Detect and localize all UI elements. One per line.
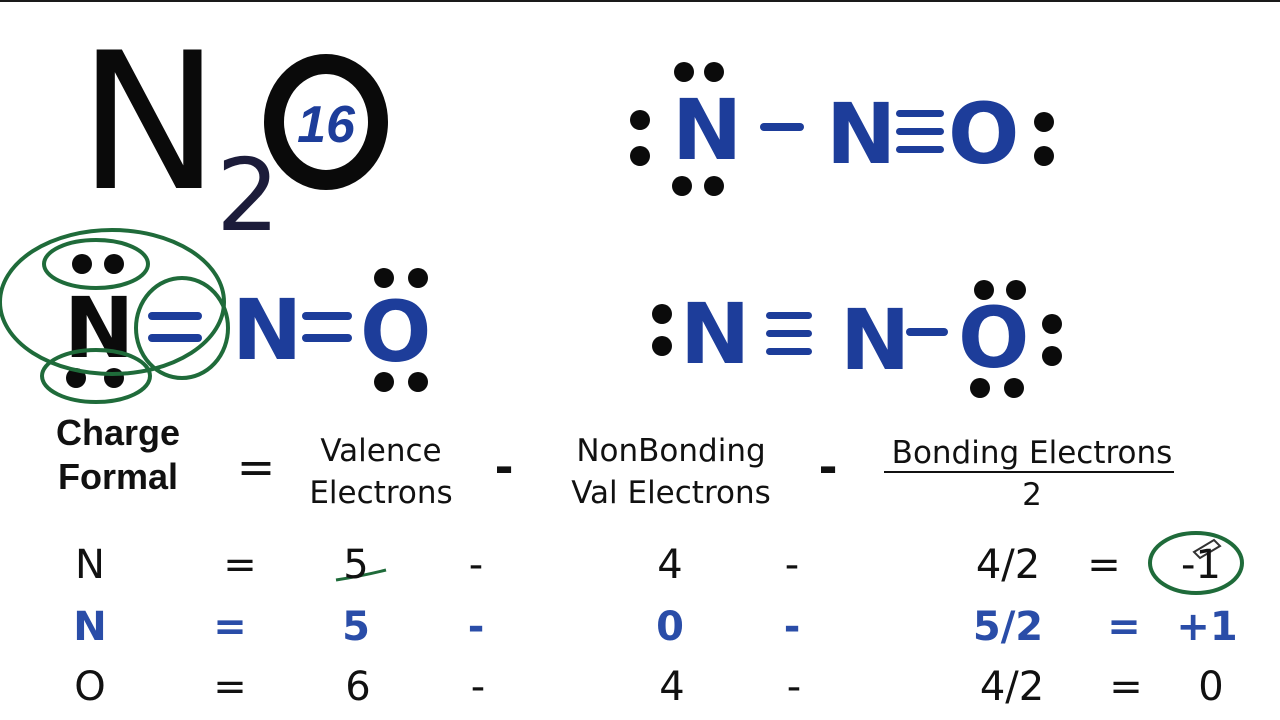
structure-3-atom-n1: N bbox=[680, 285, 751, 383]
header-bonding-denominator: 2 bbox=[1022, 477, 1042, 513]
lone-pair-dot bbox=[974, 280, 994, 300]
lone-pair-dot bbox=[66, 368, 86, 388]
structure-1-triple-bond-c bbox=[896, 146, 944, 153]
row-3-result: 0 bbox=[1198, 664, 1224, 710]
header-term-formal: Formal bbox=[57, 456, 179, 497]
header-bonding-numerator: Bonding Electrons bbox=[891, 435, 1173, 471]
structure-2-atom-n1: N bbox=[64, 279, 135, 377]
lone-pair-dot bbox=[408, 372, 428, 392]
structure-2-double-bond-c bbox=[302, 312, 352, 320]
lone-pair-dot bbox=[704, 62, 724, 82]
structure-2-double-bond-a bbox=[148, 312, 202, 320]
lone-pair-dot bbox=[1034, 146, 1054, 166]
structure-2-double-bond-b bbox=[148, 334, 202, 342]
row-3-minus-1: - bbox=[470, 664, 486, 710]
row-2-minus-1: - bbox=[467, 604, 485, 650]
row-2-bonding: 5/2 bbox=[972, 604, 1044, 650]
header-valence-1: Valence bbox=[320, 433, 442, 469]
row-1-minus-1: - bbox=[468, 542, 484, 588]
annotation-circle bbox=[134, 276, 230, 380]
lone-pair-dot bbox=[1004, 378, 1024, 398]
lone-pair-dot bbox=[408, 268, 428, 288]
header-nonbonding-2: Val Electrons bbox=[571, 475, 771, 511]
header-minus-2: - bbox=[818, 440, 838, 494]
row-2-equals: = bbox=[213, 604, 247, 650]
structure-1-triple-bond-b bbox=[896, 128, 944, 135]
top-border bbox=[0, 0, 1280, 2]
formula-n: N bbox=[78, 12, 220, 233]
lone-pair-dot bbox=[104, 368, 124, 388]
lone-pair-dot bbox=[1006, 280, 1026, 300]
row-2-equals-2: = bbox=[1107, 604, 1141, 650]
lone-pair-dot bbox=[672, 176, 692, 196]
row-1-valence: 5 bbox=[343, 542, 369, 588]
row-3-valence: 6 bbox=[345, 664, 371, 710]
row-1-result: -1 bbox=[1181, 542, 1221, 588]
structure-2-double-bond-d bbox=[302, 334, 352, 342]
lone-pair-dot bbox=[652, 304, 672, 324]
fraction-line bbox=[884, 471, 1174, 473]
structure-1-atom-n2: N bbox=[826, 85, 897, 183]
structure-3-atom-o: O bbox=[958, 289, 1030, 387]
row-3-atom: O bbox=[74, 664, 106, 710]
lone-pair-dot bbox=[704, 176, 724, 196]
formula-subscript: 2 bbox=[216, 137, 280, 254]
structure-2-atom-o: O bbox=[360, 283, 432, 381]
lone-pair-dot bbox=[72, 254, 92, 274]
structure-3-triple-bond-c bbox=[766, 348, 812, 355]
row-1-equals: = bbox=[223, 542, 257, 588]
lone-pair-dot bbox=[674, 62, 694, 82]
structure-1-atom-o: O bbox=[948, 85, 1020, 183]
row-2-minus-2: - bbox=[783, 604, 801, 650]
header-minus-1: - bbox=[494, 440, 514, 494]
lone-pair-dot bbox=[652, 336, 672, 356]
lone-pair-dot bbox=[1042, 346, 1062, 366]
row-1-minus-2: - bbox=[784, 542, 800, 588]
lone-pair-dot bbox=[104, 254, 124, 274]
lone-pair-dot bbox=[1042, 314, 1062, 334]
row-3-nonbonding: 4 bbox=[659, 664, 685, 710]
formula-o-with-electron-count: 16 bbox=[264, 54, 388, 190]
row-2-nonbonding: 0 bbox=[656, 604, 684, 650]
lone-pair-dot bbox=[970, 378, 990, 398]
row-2-atom: N bbox=[73, 604, 107, 650]
structure-3-atom-n2: N bbox=[840, 291, 911, 389]
row-3-minus-2: - bbox=[786, 664, 802, 710]
molecular-formula: N2 bbox=[78, 28, 280, 246]
row-2-result: +1 bbox=[1176, 604, 1238, 650]
structure-3-single-bond bbox=[906, 328, 948, 336]
header-equals: = bbox=[236, 440, 276, 494]
structure-3-triple-bond-b bbox=[766, 330, 812, 337]
header-term-charge: Charge bbox=[55, 412, 181, 453]
row-3-equals: = bbox=[213, 664, 247, 710]
row-1-equals-2: = bbox=[1087, 542, 1121, 588]
lone-pair-dot bbox=[1034, 112, 1054, 132]
row-2-valence: 5 bbox=[342, 604, 370, 650]
row-1-nonbonding: 4 bbox=[657, 542, 683, 588]
structure-3-triple-bond-a bbox=[766, 312, 812, 319]
row-3-bonding: 4/2 bbox=[979, 664, 1045, 710]
lone-pair-dot bbox=[630, 146, 650, 166]
lone-pair-dot bbox=[374, 372, 394, 392]
header-nonbonding-1: NonBonding bbox=[576, 433, 766, 469]
header-valence-2: Electrons bbox=[309, 475, 453, 511]
structure-1-single-bond bbox=[760, 123, 804, 131]
valence-electron-count: 16 bbox=[297, 96, 356, 154]
lone-pair-dot bbox=[630, 110, 650, 130]
row-1-atom: N bbox=[75, 542, 105, 588]
row-3-equals-2: = bbox=[1109, 664, 1143, 710]
lone-pair-dot bbox=[374, 268, 394, 288]
structure-1-atom-n1: N bbox=[672, 81, 743, 179]
structure-1-triple-bond-a bbox=[896, 110, 944, 117]
structure-2-atom-n2: N bbox=[232, 281, 303, 379]
row-1-bonding: 4/2 bbox=[975, 542, 1041, 588]
